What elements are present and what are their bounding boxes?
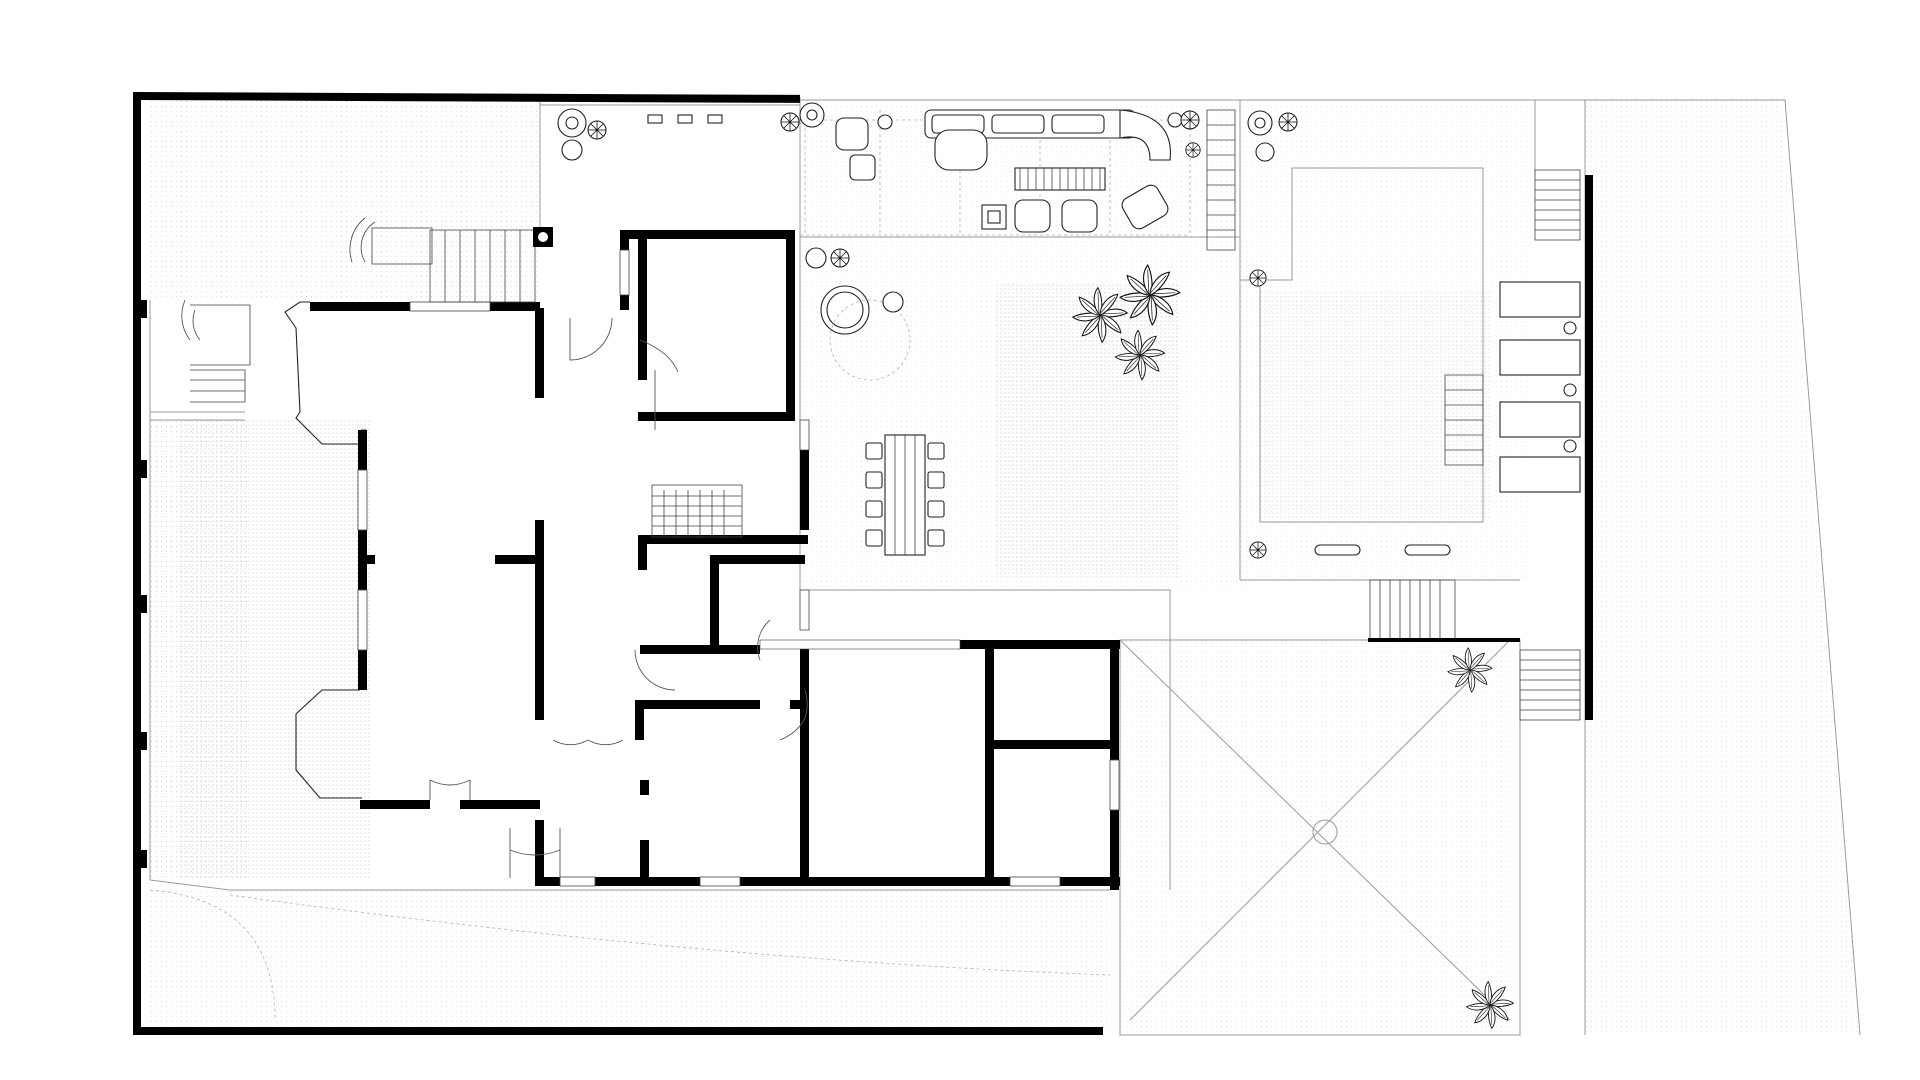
driveway-paving (150, 890, 1110, 1030)
wall-lights (647, 114, 723, 124)
dining-table (865, 434, 945, 556)
courtyard-stair (1368, 579, 1520, 642)
pool-inner-steps (1444, 374, 1484, 466)
lounge-sofa (924, 109, 1171, 171)
west-side-stair (181, 299, 251, 403)
round-lounge-chair (820, 285, 911, 381)
sun-loungers (1499, 281, 1581, 493)
pool-east-stair-bottom (1519, 649, 1581, 721)
carport-paving (1120, 640, 1510, 1035)
doors (429, 317, 808, 878)
lounge-coffee-table (1014, 167, 1106, 191)
paving-areas (150, 97, 1860, 1035)
north-boundary-wall (132, 91, 800, 103)
side-yard-dots (180, 420, 370, 880)
interior-stair (651, 484, 743, 538)
furniture (533, 102, 1581, 556)
south-boundary-wall (133, 1027, 1103, 1035)
east-boundary-wall (1585, 175, 1593, 720)
terrace-stair (1206, 109, 1236, 251)
stairs (181, 109, 1581, 721)
garden-paving-left (150, 97, 540, 297)
pool-east-stair-top (1534, 169, 1581, 241)
windows (357, 249, 1120, 887)
east-strip-paving (1585, 100, 1860, 1035)
chimney-flue (533, 227, 553, 247)
lounge-armchairs (835, 117, 1169, 233)
terrace-side-tables (557, 102, 1275, 269)
pool-edge-lights (1314, 544, 1451, 556)
west-boundary-wall (133, 92, 141, 1032)
west-garden-stair (349, 217, 536, 303)
